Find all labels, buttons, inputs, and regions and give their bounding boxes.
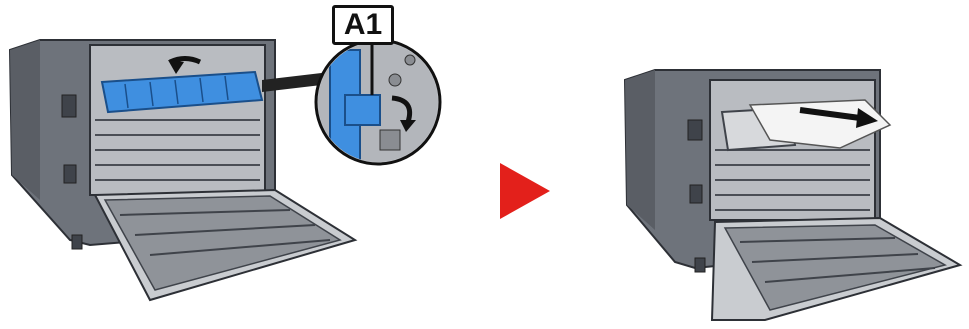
step-1-illustration: A1 bbox=[0, 0, 460, 324]
printer-paper-removal-icon bbox=[600, 0, 969, 324]
callout-label-a1: A1 bbox=[332, 5, 394, 45]
step-2-illustration bbox=[600, 0, 969, 324]
next-step-arrow-icon bbox=[500, 163, 550, 224]
printer-open-rear-cover-icon bbox=[0, 0, 460, 324]
